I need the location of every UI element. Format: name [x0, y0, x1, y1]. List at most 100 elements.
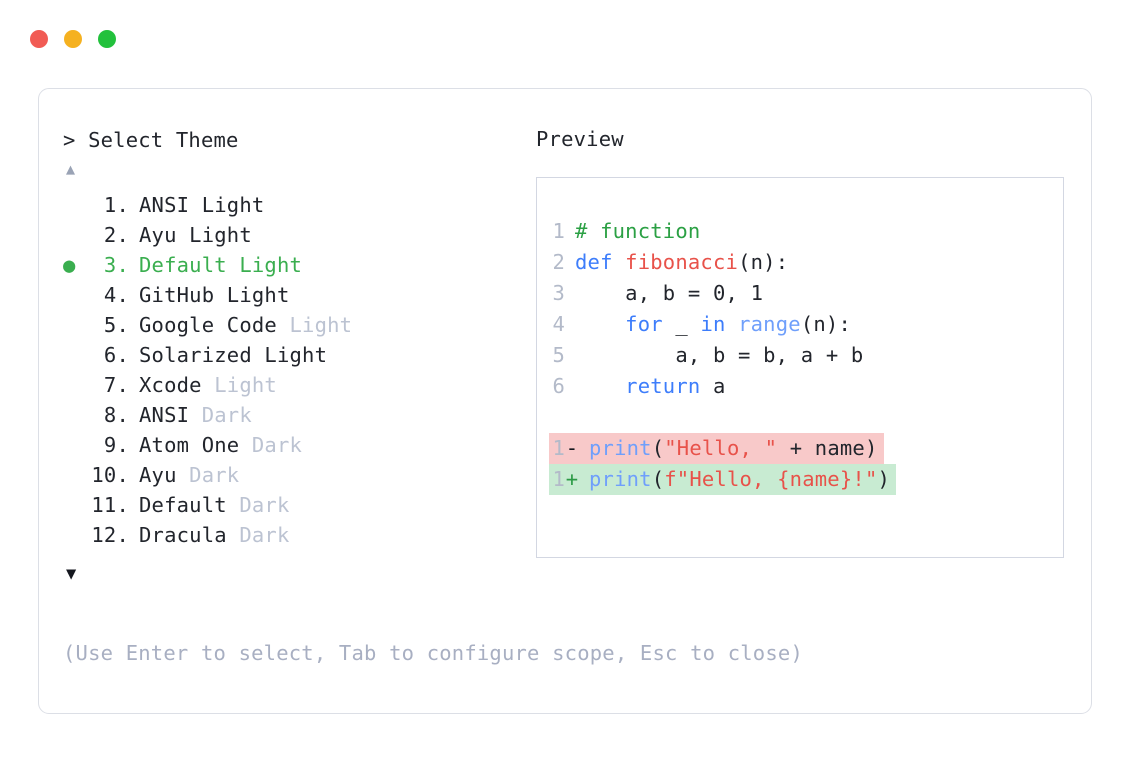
theme-list-item[interactable]: 2. Ayu Light	[63, 220, 533, 250]
theme-list-item[interactable]: 5. Google Code Light	[63, 310, 533, 340]
selection-bullet-icon	[63, 310, 89, 340]
line-number: 1	[552, 436, 565, 460]
theme-item-variant: Light	[239, 252, 303, 277]
theme-item-variant: Dark	[201, 402, 252, 427]
code-line-text: # function	[565, 216, 700, 247]
code-token: (	[651, 467, 665, 491]
theme-item-name: Dracula Dark	[139, 522, 290, 547]
theme-list-item[interactable]: 1. ANSI Light	[63, 190, 533, 220]
selection-bullet-icon: ●	[63, 252, 76, 277]
window-controls	[30, 30, 116, 48]
theme-item-name: ANSI Light	[139, 192, 265, 217]
theme-item-variant: Light	[201, 192, 265, 217]
diff-plus-marker: +	[565, 467, 579, 491]
select-theme-prompt: > Select Theme	[63, 128, 239, 152]
theme-item-name: Default Dark	[139, 492, 290, 517]
code-token: print	[589, 436, 652, 460]
theme-item-variant: Light	[189, 222, 252, 247]
theme-item-number: 9.	[91, 432, 129, 457]
code-token: range	[738, 312, 801, 336]
code-token: in	[700, 312, 726, 336]
theme-item-variant: Dark	[251, 432, 303, 457]
selection-bullet-icon	[63, 190, 89, 220]
selection-bullet-icon	[63, 370, 89, 400]
code-line-text: def fibonacci(n):	[565, 247, 788, 278]
minimize-window-dot-icon[interactable]	[64, 30, 82, 48]
selection-bullet-icon	[63, 520, 89, 550]
code-token	[575, 374, 625, 398]
code-token	[575, 312, 625, 336]
code-line-text: print("Hello, " + name)	[579, 433, 878, 464]
theme-list-item[interactable]: 8. ANSI Dark	[63, 400, 533, 430]
diff-sample: 1-print("Hello, " + name)1+print(f"Hello…	[537, 433, 1063, 495]
selection-bullet-icon	[63, 220, 89, 250]
theme-list-item[interactable]: 7.Xcode Light	[63, 370, 533, 400]
code-token: for	[625, 312, 663, 336]
theme-item-variant: Dark	[189, 462, 240, 487]
theme-item-number: 5.	[91, 312, 129, 337]
selection-bullet-icon	[63, 460, 89, 490]
scroll-up-arrow-icon[interactable]: ▲	[66, 159, 76, 178]
code-spacer	[537, 402, 1063, 433]
theme-item-number: 4.	[91, 282, 129, 307]
theme-list-item[interactable]: ● 3.Default Light	[63, 250, 533, 280]
line-number: 2	[552, 250, 565, 274]
theme-item-name: Ayu Light	[139, 222, 252, 247]
close-window-dot-icon[interactable]	[30, 30, 48, 48]
theme-item-number: 6.	[91, 342, 129, 367]
theme-list-item[interactable]: 6. Solarized Light	[63, 340, 533, 370]
diff-removed-line: 1-print("Hello, " + name)	[549, 433, 884, 464]
theme-item-name: ANSI Dark	[139, 402, 252, 427]
line-number: 3	[552, 281, 565, 305]
scroll-down-arrow-icon[interactable]: ▼	[66, 563, 77, 584]
code-token: def	[575, 250, 626, 274]
theme-item-name: Solarized Light	[139, 342, 328, 367]
theme-item-number: 1.	[91, 192, 129, 217]
theme-item-variant: Dark	[239, 492, 290, 517]
theme-item-number: 3.	[91, 252, 129, 277]
theme-selector-card: > Select Theme ▲ 1. ANSI Light 2. Ayu Ligh…	[38, 88, 1092, 714]
theme-item-number: 2.	[91, 222, 129, 247]
theme-item-variant: Dark	[239, 522, 290, 547]
code-token: "Hello, "	[664, 436, 778, 460]
selection-bullet-icon	[63, 430, 89, 460]
code-token: a	[700, 374, 726, 398]
theme-list-item[interactable]: 4. GitHub Light	[63, 280, 533, 310]
code-line-text: a, b = b, a + b	[565, 340, 863, 371]
code-token: (	[651, 436, 665, 460]
code-token: (n):	[800, 312, 851, 336]
theme-item-name: GitHub Light	[139, 282, 290, 307]
selection-bullet-icon	[63, 280, 89, 310]
maximize-window-dot-icon[interactable]	[98, 30, 116, 48]
theme-item-number: 8.	[91, 402, 129, 427]
theme-list-item[interactable]: 11.Default Dark	[63, 490, 533, 520]
theme-item-number: 12.	[91, 522, 129, 547]
preview-label: Preview	[536, 127, 624, 151]
line-number: 6	[552, 374, 565, 398]
theme-list-item[interactable]: 12. Dracula Dark	[63, 520, 533, 550]
theme-item-variant: Light	[226, 282, 290, 307]
code-line: 1# function	[549, 216, 700, 247]
code-token: _	[662, 312, 701, 336]
line-number: 4	[552, 312, 565, 336]
code-token: a, b = b, a + b	[575, 343, 864, 367]
theme-list-pane: > Select Theme ▲ 1. ANSI Light 2. Ayu Ligh…	[63, 127, 533, 586]
theme-item-variant: Light	[264, 342, 328, 367]
theme-item-name: Google Code Light	[139, 312, 353, 337]
code-token: + name)	[777, 436, 878, 460]
theme-list: 1. ANSI Light 2. Ayu Light ● 3.Default Ligh…	[63, 190, 533, 550]
code-token: return	[625, 374, 701, 398]
code-token: # function	[575, 219, 701, 243]
selection-bullet-icon	[63, 490, 89, 520]
code-line-text: a, b = 0, 1	[565, 278, 763, 309]
diff-minus-marker: -	[565, 436, 579, 460]
code-token: fibonacci	[625, 250, 739, 274]
theme-list-item[interactable]: 9.Atom One Dark	[63, 430, 533, 460]
code-token: (n):	[738, 250, 789, 274]
theme-list-item[interactable]: 10.Ayu Dark	[63, 460, 533, 490]
code-token: f"Hello, {name}!"	[664, 467, 878, 491]
